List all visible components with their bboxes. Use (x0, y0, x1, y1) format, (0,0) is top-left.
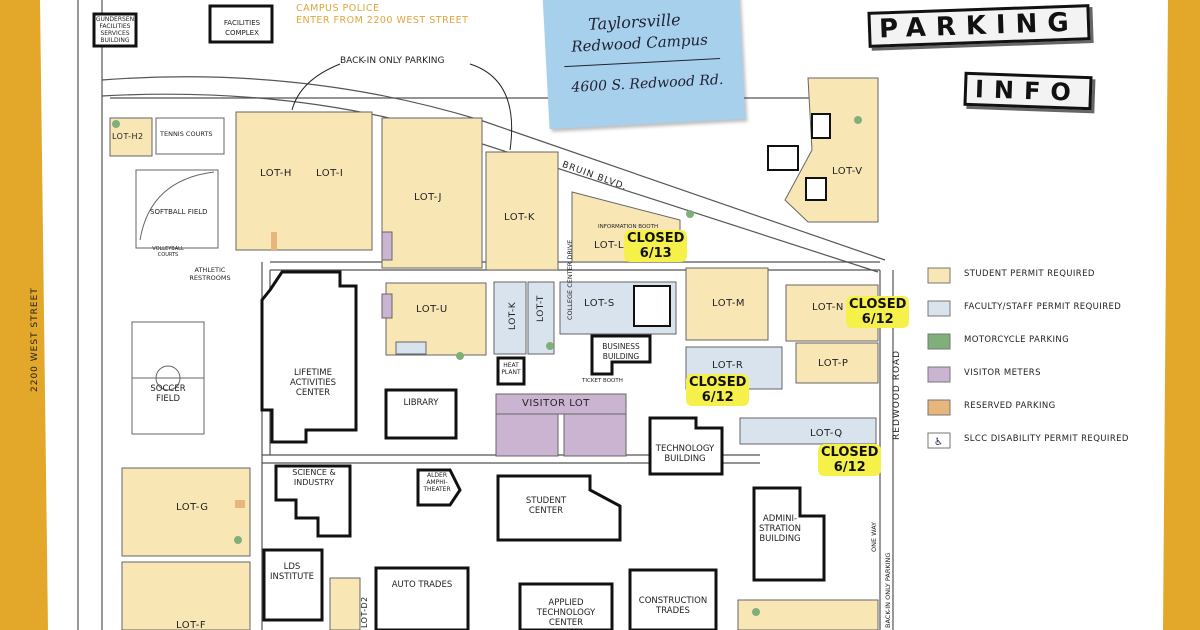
lot-i: LOT-I (316, 168, 344, 179)
lot-t: LOT-T (536, 295, 546, 322)
legend-reserved-label: RESERVED PARKING (964, 401, 1056, 411)
lot-r: LOT-R (712, 360, 744, 371)
label-tennis: TENNIS COURTS (160, 130, 213, 138)
closure-lot-q-date: 6/12 (833, 460, 866, 475)
lot-h2: LOT-H2 (112, 132, 144, 141)
legend-visitor: VISITOR METERS (928, 365, 1168, 385)
lot-s: LOT-S (584, 298, 615, 309)
lot-q: LOT-Q (810, 428, 843, 439)
label-lifetime: LIFETIME ACTIVITIES CENTER (289, 368, 337, 398)
closure-lot-n-date: 6/12 (861, 312, 894, 327)
label-auto-trades: AUTO TRADES (391, 580, 453, 590)
legend-swatches: ♿ (927, 267, 951, 449)
legend-student: STUDENT PERMIT REQUIRED (928, 266, 1168, 286)
small-buildings (633, 113, 831, 327)
label-softball: SOFTBALL FIELD (150, 208, 208, 216)
note-line2: Redwood Campus (570, 30, 709, 56)
title-info: INFO (963, 71, 1093, 111)
lot-n: LOT-N (812, 302, 844, 313)
label-lds: LDS INSTITUTE (270, 562, 314, 582)
back-in-label: BACK-IN ONLY PARKING (340, 56, 445, 66)
lot-v: LOT-V (832, 166, 863, 177)
legend-visitor-label: VISITOR METERS (964, 368, 1041, 378)
label-student-center: STUDENT CENTER (525, 496, 567, 516)
svg-text:♿: ♿ (934, 437, 943, 448)
back-in-label-east: BACK-IN ONLY PARKING (884, 552, 892, 628)
legend-faculty: FACULTY/STAFF PERMIT REQUIRED (928, 299, 1168, 319)
visitor-lots (381, 231, 627, 457)
label-restrooms: ATHLETIC RESTROOMS (189, 266, 231, 282)
closure-lot-r-word: CLOSED (689, 375, 747, 390)
campus-police-line2: ENTER FROM 2200 WEST STREET (296, 15, 469, 26)
legend-reserved: RESERVED PARKING (928, 398, 1168, 418)
sticky-note: Taylorsville Redwood Campus 4600 S. Redw… (542, 0, 746, 130)
motorcycle-markers (112, 116, 862, 616)
label-heat-plant: HEAT PLANT (501, 362, 521, 376)
closure-lot-l-word: CLOSED (627, 231, 685, 246)
lot-l: LOT-L (594, 240, 624, 251)
closure-lot-n-word: CLOSED (849, 297, 907, 312)
student-lots (109, 77, 879, 630)
label-science: SCIENCE & INDUSTRY (292, 468, 336, 487)
closure-lot-l: CLOSED 6/13 (624, 230, 688, 262)
legend-disability: SLCC DISABILITY PERMIT REQUIRED (928, 431, 1168, 451)
label-gundersen: GUNDERSEN FACILITIES SERVICES BUILDING (95, 16, 135, 44)
legend-student-label: STUDENT PERMIT REQUIRED (964, 269, 1095, 279)
closure-lot-r-date: 6/12 (701, 390, 734, 405)
reserved-spots (235, 232, 277, 508)
street-redwood-road: REDWOOD ROAD (892, 350, 902, 440)
closure-lot-n: CLOSED 6/12 (846, 296, 910, 328)
lot-d2: LOT-D2 (360, 596, 369, 628)
label-admin: ADMINI-STRATION BUILDING (758, 514, 802, 544)
lot-h: LOT-H (260, 168, 292, 179)
legend-faculty-label: FACULTY/STAFF PERMIT REQUIRED (964, 302, 1122, 312)
lot-k2: LOT-K (508, 301, 518, 330)
label-soccer: SOCCER FIELD (150, 384, 186, 404)
athletic-fields (131, 117, 225, 435)
street-college-center: COLLEGE CENTER DRIVE (566, 239, 574, 320)
label-info-booth: INFORMATION BOOTH (598, 224, 659, 230)
one-way-label: ONE WAY (870, 521, 878, 552)
lot-f: LOT-F (176, 620, 207, 630)
roads (77, 0, 894, 630)
lot-g: LOT-G (176, 502, 209, 513)
legend-motorcycle-label: MOTORCYCLE PARKING (964, 335, 1070, 345)
label-ticket-booth: TICKET BOOTH (582, 378, 623, 384)
label-volleyball: VOLLEYBALL COURTS (152, 246, 184, 258)
campus-police-line1: CAMPUS POLICE (296, 3, 380, 14)
lot-m: LOT-M (712, 298, 746, 309)
label-technology: TECHNOLOGY BUILDING (655, 444, 715, 464)
note-divider (564, 58, 721, 68)
label-facilities: FACILITIES COMPLEX (223, 19, 261, 37)
back-in-callout (291, 63, 513, 151)
label-construction: CONSTRUCTION TRADES (638, 596, 708, 616)
lot-u: LOT-U (416, 304, 448, 315)
closure-lot-q: CLOSED 6/12 (818, 444, 882, 476)
closure-lot-r: CLOSED 6/12 (686, 374, 750, 406)
note-address: 4600 S. Redwood Rd. (571, 71, 724, 96)
label-applied-tech: APPLIED TECHNOLOGY CENTER (536, 598, 596, 628)
visitor-lot: VISITOR LOT (522, 398, 590, 409)
label-library: LIBRARY (403, 398, 439, 408)
lot-p: LOT-P (818, 358, 849, 369)
campus-police-note: CAMPUS POLICE ENTER FROM 2200 WEST STREE… (296, 3, 468, 27)
lot-j: LOT-J (414, 192, 442, 203)
closure-lot-l-date: 6/13 (639, 246, 672, 261)
closure-lot-q-word: CLOSED (821, 445, 879, 460)
street-2200-west: 2200 WEST STREET (30, 287, 40, 392)
note-line1: Taylorsville (587, 10, 682, 34)
legend-disability-label: SLCC DISABILITY PERMIT REQUIRED (964, 434, 1129, 444)
legend-motorcycle: MOTORCYCLE PARKING (928, 332, 1168, 352)
buildings (92, 4, 826, 630)
lot-k: LOT-K (504, 212, 535, 223)
label-alder: ALDER AMPHI-THEATER (423, 472, 451, 493)
label-business: BUSINESS BUILDING (602, 342, 640, 361)
